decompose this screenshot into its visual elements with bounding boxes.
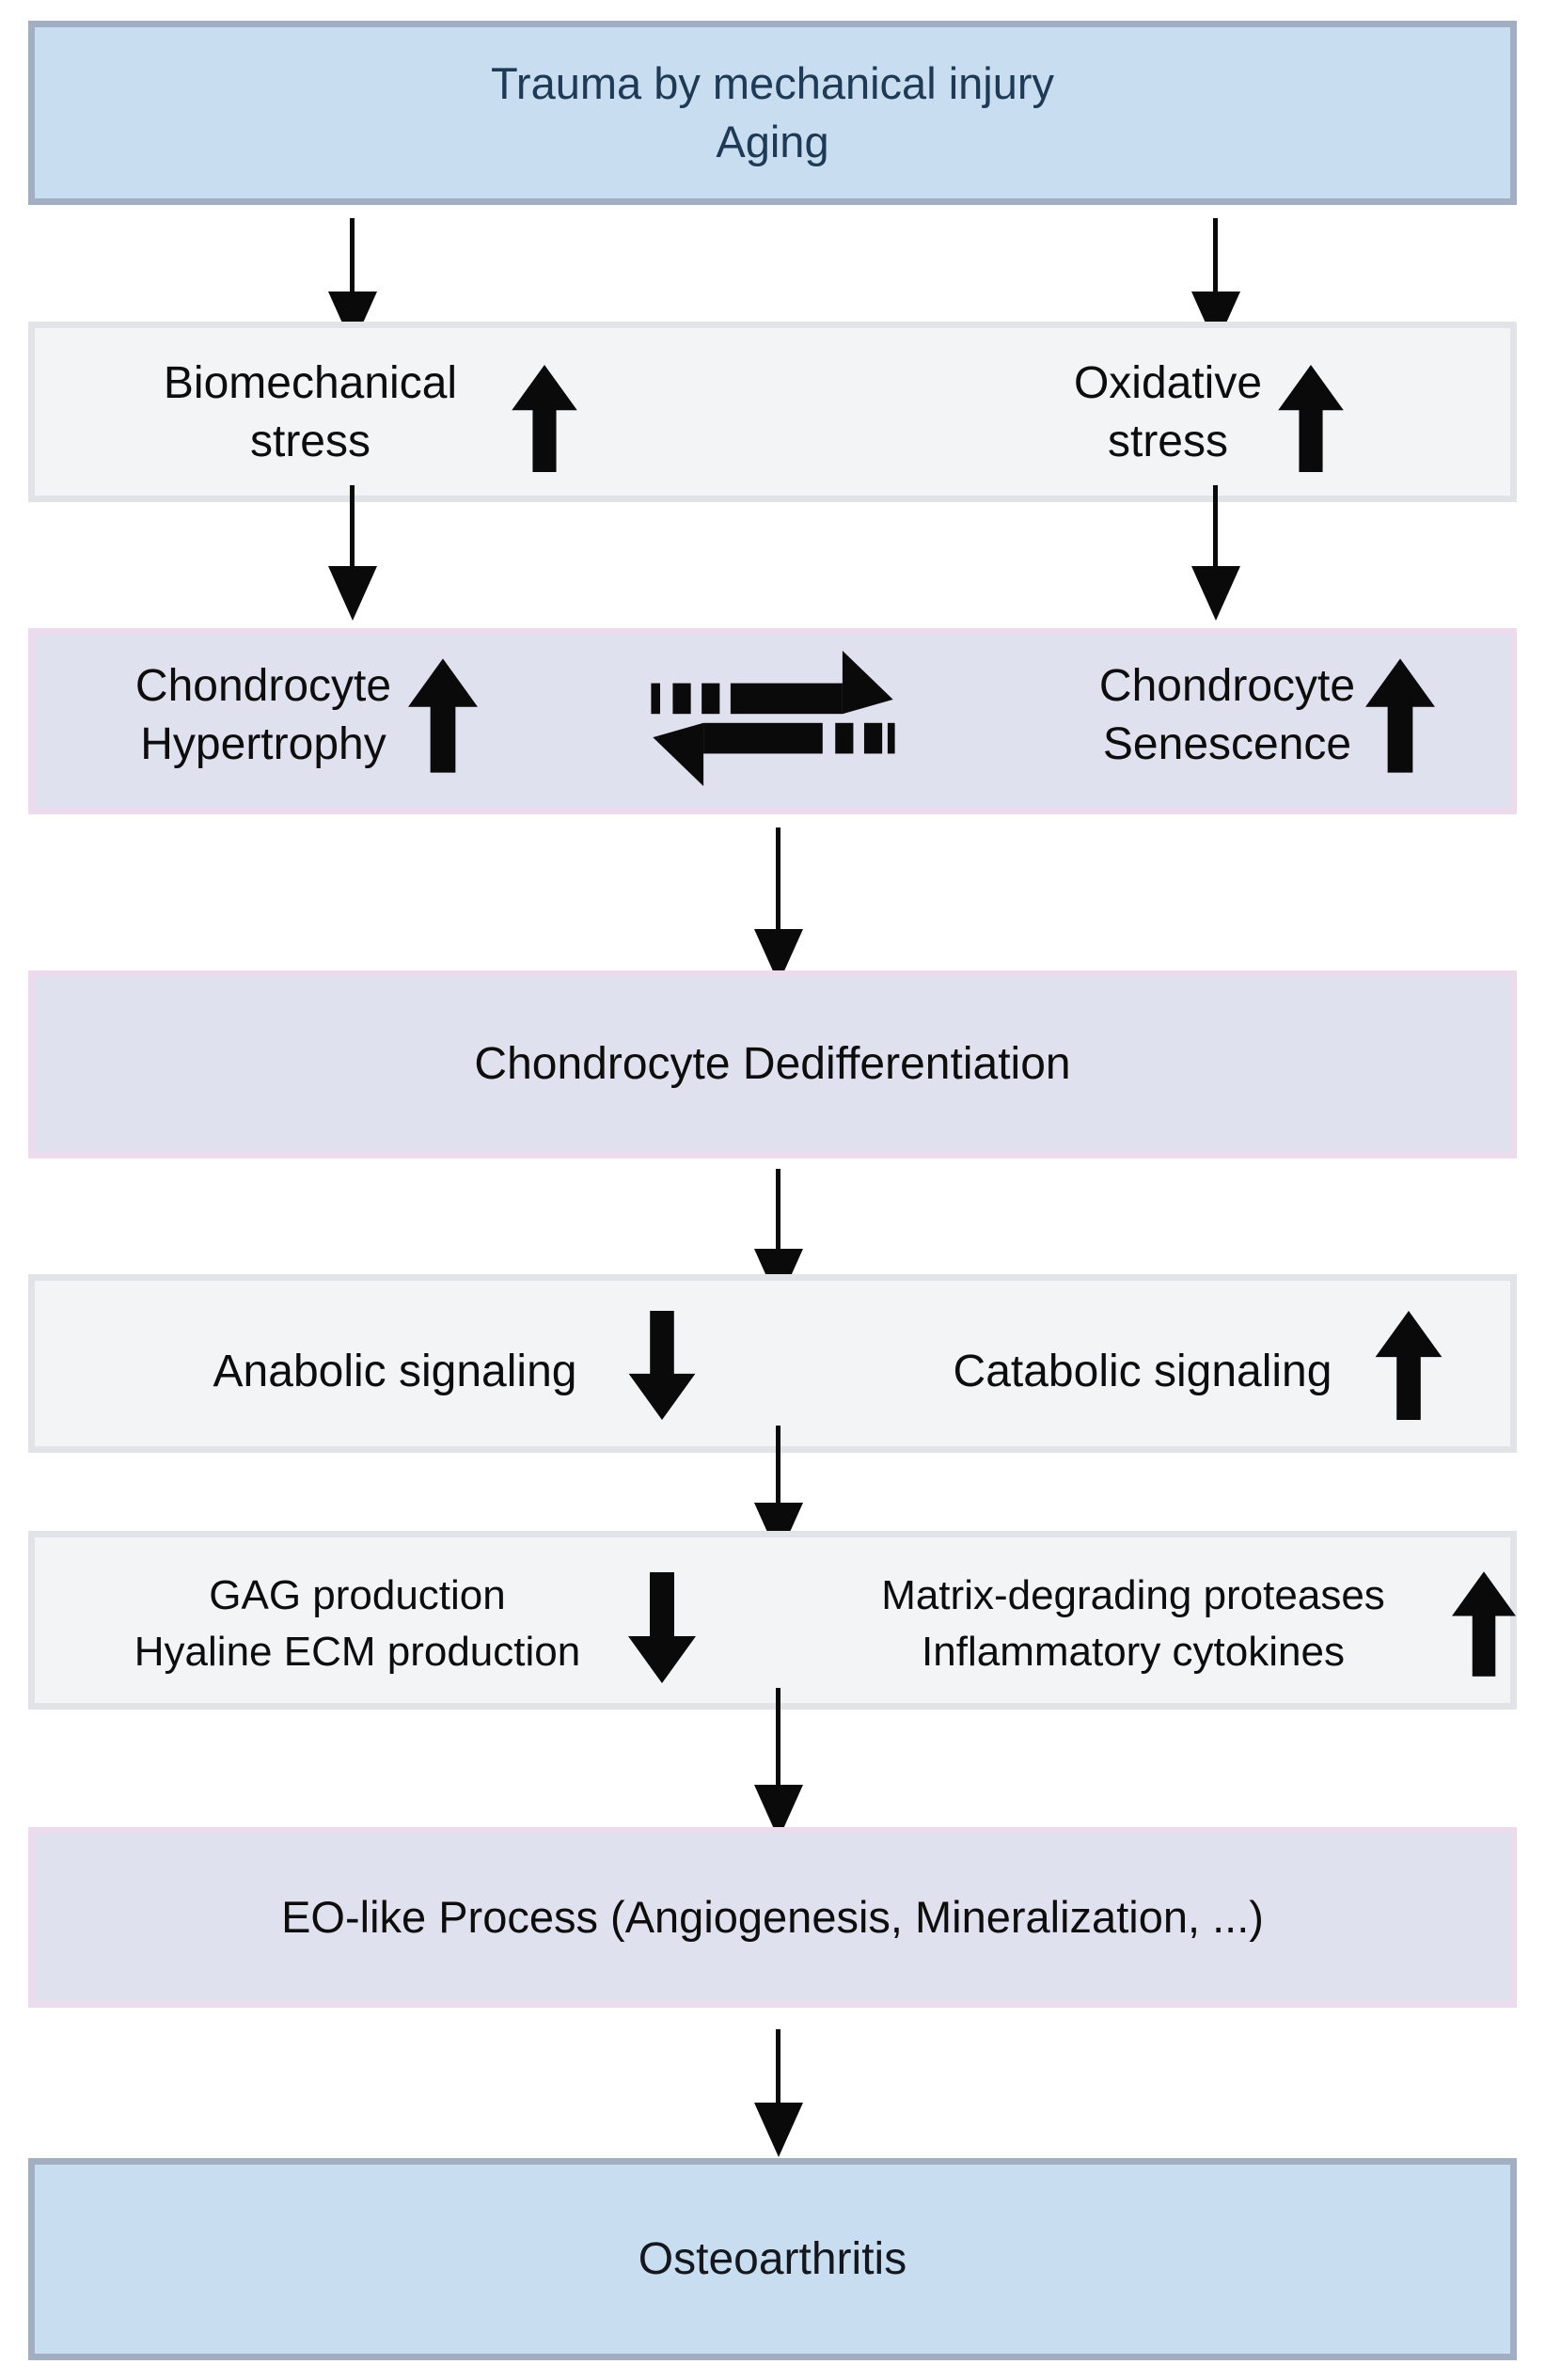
anabolic-signaling-text: Anabolic signaling (160, 1343, 630, 1401)
osteoarthritis-box: Osteoarthritis (28, 2158, 1517, 2360)
aging-line: Aging (716, 117, 829, 166)
osteoarthritis-text: Osteoarthritis (638, 2233, 907, 2284)
biomechanical-stress-text: Biomechanical stress (94, 355, 527, 471)
down-arrow-connector (776, 827, 780, 929)
trauma-aging-box: Trauma by mechanical injury Aging (28, 21, 1517, 205)
down-arrow-connector (350, 218, 355, 297)
eo-process-text: EO-like Process (Angiogenesis, Mineraliz… (281, 1892, 1264, 1942)
increase-arrow-icon (1365, 658, 1435, 773)
down-arrow-connector (776, 1688, 780, 1787)
down-arrow-connector (1213, 218, 1218, 297)
decrease-arrow-icon (628, 1311, 696, 1420)
down-arrow-head-icon (328, 566, 377, 621)
down-arrow-connector (350, 485, 355, 568)
stress-left-line2: stress (249, 417, 370, 466)
stress-right-line1: Oxidative (1073, 358, 1263, 408)
stress-right-line2: stress (1107, 417, 1228, 466)
trauma-aging-text: Trauma by mechanical injury Aging (491, 55, 1054, 171)
production-left-line1: GAG production (209, 1572, 506, 1618)
production-right-line1: Matrix-degrading proteases (881, 1572, 1385, 1618)
fate-right-line1: Chondrocyte (1098, 661, 1356, 711)
down-arrow-connector (1213, 485, 1218, 568)
reversible-arrows-icon (651, 651, 895, 786)
production-right-line2: Inflammatory cytokines (922, 1629, 1345, 1675)
signaling-box: Anabolic signaling Catabolic signaling (28, 1274, 1517, 1453)
trauma-line: Trauma by mechanical injury (490, 58, 1055, 108)
senescence-text: Chondrocyte Senescence (1039, 657, 1415, 774)
stress-box: Biomechanical stress Oxidative stress (28, 322, 1517, 502)
stress-left-line1: Biomechanical (163, 358, 458, 408)
catabolic-signaling-text: Catabolic signaling (903, 1343, 1382, 1401)
signaling-left: Anabolic signaling (213, 1347, 577, 1396)
increase-arrow-icon (408, 658, 478, 773)
dedifferentiation-text: Chondrocyte Dedifferentiation (474, 1039, 1071, 1089)
fate-left-line2: Hypertrophy (140, 719, 386, 769)
increase-arrow-icon (512, 365, 577, 472)
fate-left-line1: Chondrocyte (134, 661, 392, 711)
down-arrow-connector (776, 2029, 780, 2104)
down-arrow-connector (776, 1426, 780, 1505)
increase-arrow-icon (1375, 1311, 1443, 1420)
fate-right-line2: Senescence (1102, 719, 1352, 769)
signaling-right: Catabolic signaling (953, 1347, 1332, 1396)
proteases-cytokines-text: Matrix-degrading proteases Inflammatory … (865, 1568, 1401, 1680)
decrease-arrow-icon (628, 1572, 696, 1683)
gag-production-text: GAG production Hyaline ECM production (85, 1568, 630, 1680)
down-arrow-head-icon (754, 2103, 803, 2157)
eo-process-box: EO-like Process (Angiogenesis, Mineraliz… (28, 1827, 1517, 2008)
down-arrow-head-icon (1191, 566, 1240, 621)
production-box: GAG production Hyaline ECM production Ma… (28, 1531, 1517, 1710)
chondrocyte-fate-box: Chondrocyte Hypertrophy Chondrocyte Sene… (28, 628, 1517, 814)
production-left-line2: Hyaline ECM production (134, 1629, 581, 1675)
oxidative-stress-text: Oxidative stress (980, 355, 1356, 471)
increase-arrow-icon (1278, 365, 1344, 472)
increase-arrow-icon (1452, 1571, 1516, 1677)
hypertrophy-text: Chondrocyte Hypertrophy (66, 657, 461, 774)
dedifferentiation-box: Chondrocyte Dedifferentiation (28, 970, 1517, 1158)
down-arrow-connector (776, 1169, 780, 1252)
